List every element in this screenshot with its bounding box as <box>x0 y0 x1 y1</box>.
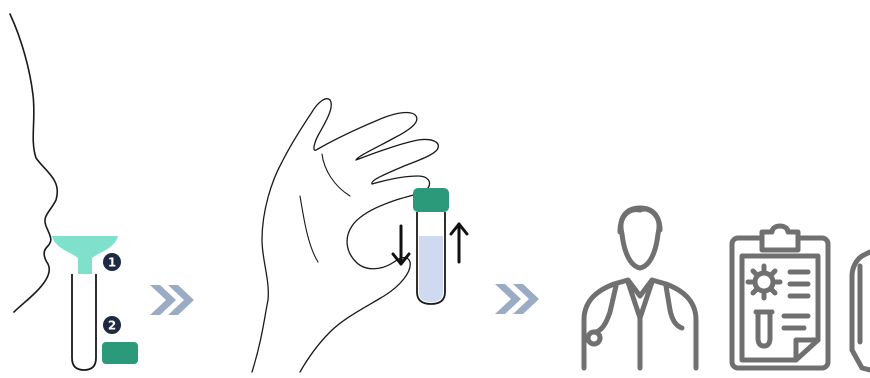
collection-tube-icon: 1 2 <box>52 236 138 371</box>
tube-body <box>71 274 97 371</box>
double-chevron-icon <box>150 285 194 315</box>
funnel <box>52 236 118 274</box>
doctor-icon <box>581 205 699 371</box>
tube-body <box>416 212 446 305</box>
step-lab-results <box>581 205 870 373</box>
tube-liquid <box>419 236 443 302</box>
up-down-arrows-icon <box>391 222 469 266</box>
clipboard-report-icon <box>729 223 831 371</box>
tube-cap <box>413 188 449 212</box>
hand-holding-tube-icon <box>251 98 439 373</box>
step-marker-1-label: 1 <box>108 256 116 270</box>
step-marker-1 <box>103 253 121 271</box>
hand-finger-crease <box>321 153 351 197</box>
step-shake-tube <box>251 98 469 373</box>
step-marker-2 <box>103 316 121 334</box>
step-marker-2-label: 2 <box>108 319 116 333</box>
hand-finger-crease <box>299 195 319 263</box>
step-collect-saliva: 1 2 <box>9 13 138 371</box>
shaken-tube <box>413 188 449 305</box>
pen-icon <box>849 249 870 373</box>
tube-cap <box>102 342 138 364</box>
face-profile-icon <box>9 13 59 313</box>
double-chevron-icon <box>495 284 539 314</box>
